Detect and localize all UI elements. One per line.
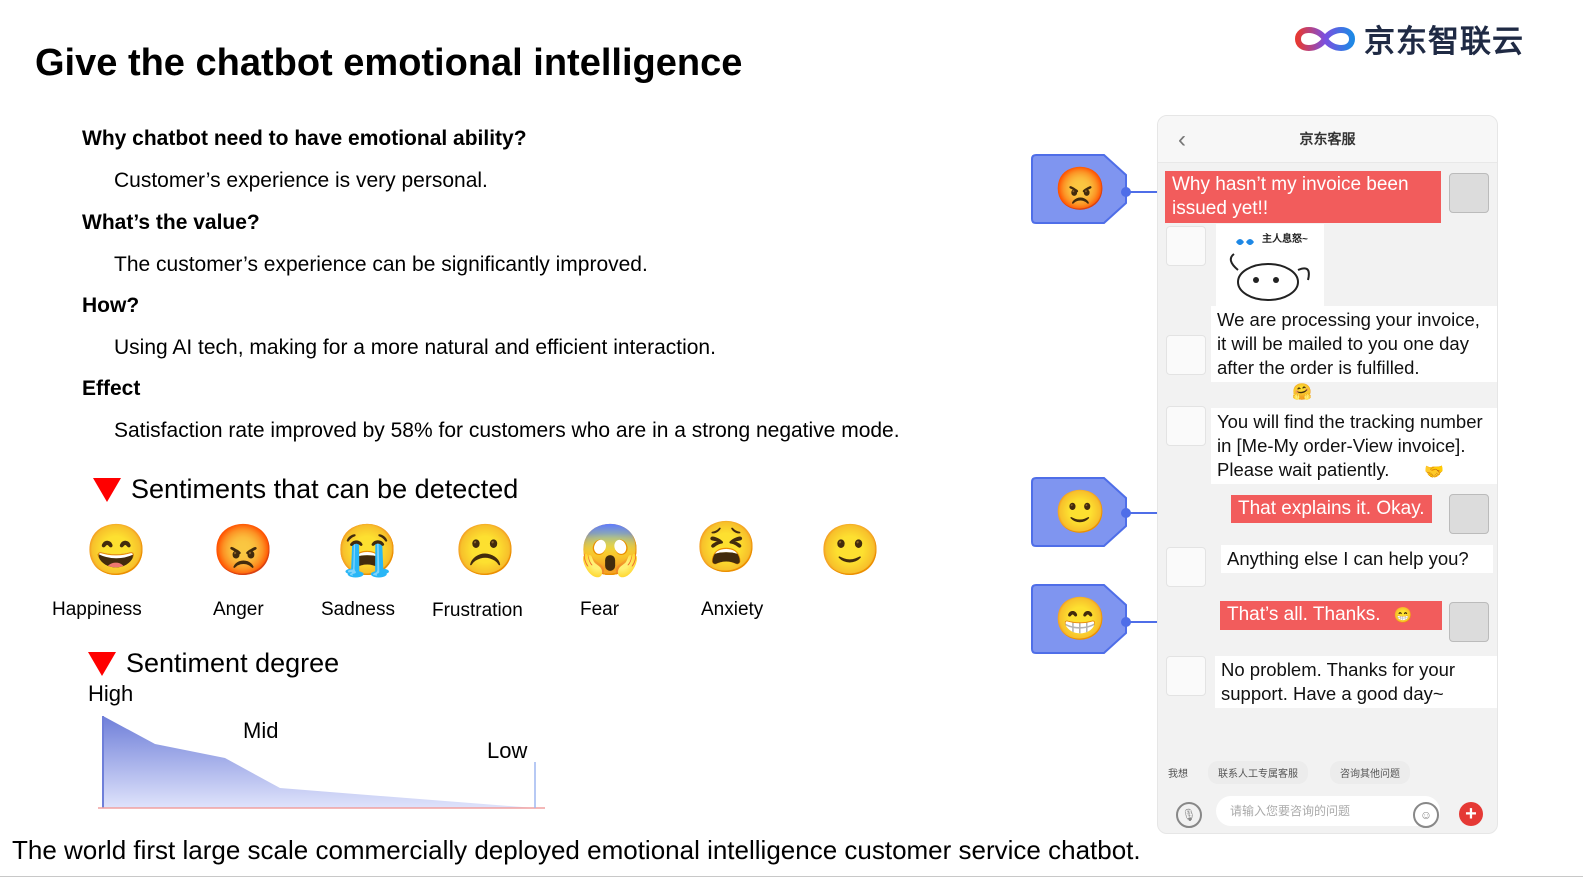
sticker-caption: 主人息怒~ [1262, 234, 1308, 245]
bot-sticker: 主人息怒~ [1216, 224, 1324, 306]
question-3: How? [82, 294, 140, 317]
sadness-label: Sadness [321, 599, 395, 620]
frustration-emoji-icon: ☹️ [454, 522, 517, 578]
bot-avatar [1166, 656, 1206, 696]
bot-avatar [1166, 226, 1206, 266]
user-message-3: That’s all. Thanks. 😁 [1220, 601, 1442, 630]
quick-reply-human-agent[interactable]: 联系人工专属客服 [1208, 761, 1308, 784]
quick-reply-other-question[interactable]: 咨询其他问题 [1330, 761, 1410, 784]
degree-mid-label: Mid [243, 718, 279, 743]
chat-input[interactable]: 请输入您要咨询的问题 [1216, 796, 1440, 826]
question-4: Effect [82, 377, 141, 400]
microphone-icon[interactable]: 🎙 [1176, 802, 1202, 828]
chat-phone-screen: ‹ 京东客服 Why hasn’t my invoice been issued… [1157, 115, 1498, 834]
answer-4: Satisfaction rate improved by 58% for cu… [114, 419, 900, 442]
page-title: Give the chatbot emotional intelligence [35, 42, 743, 84]
infinity-logo-icon [1294, 26, 1356, 51]
anger-emoji-icon: 😡 [212, 522, 275, 578]
happiness-emoji-icon: 😄 [85, 522, 148, 578]
bot-message-3: Anything else I can help you? [1221, 545, 1493, 573]
mood-connector-1 [1126, 191, 1164, 193]
sadness-emoji-icon: 😭 [336, 522, 399, 578]
mood-tag-calm: 🙂 [1030, 476, 1128, 548]
anxiety-label: Anxiety [701, 599, 764, 620]
anxiety-emoji-icon: 😫 [695, 519, 758, 575]
bot-avatar [1166, 335, 1206, 375]
bot-message-1: We are processing your invoice, it will … [1211, 306, 1497, 382]
answer-3: Using AI tech, making for a more natural… [114, 336, 716, 359]
sentiments-heading-text: Sentiments that can be detected [131, 474, 519, 504]
user-message-2: That explains it. Okay. [1231, 495, 1432, 523]
blush-emoji-icon: 🤗 [1292, 384, 1312, 401]
bot-avatar [1166, 406, 1206, 446]
fear-emoji-icon: 😱 [579, 522, 642, 578]
user-message-3-text: That’s all. Thanks. [1227, 604, 1381, 625]
calm-face-icon: 🙂 [1054, 488, 1107, 535]
question-2: What’s the value? [82, 211, 260, 234]
user-avatar [1449, 602, 1489, 642]
connector-dot-1 [1121, 187, 1131, 197]
user-message-1: Why hasn’t my invoice been issued yet!! [1165, 171, 1441, 223]
chat-header: ‹ 京东客服 [1158, 116, 1497, 163]
frustration-label: Frustration [432, 600, 523, 621]
handshake-emoji-icon: 🤝 [1424, 464, 1444, 481]
brand-name: 京东智联云 [1364, 24, 1524, 59]
mood-tag-shape [1031, 584, 1127, 654]
quick-reply-label: 我想 [1168, 769, 1188, 780]
footer-text: The world first large scale commercially… [12, 835, 1141, 865]
connector-dot-3 [1121, 617, 1131, 627]
red-triangle-icon [88, 651, 116, 676]
happy-face-icon: 😁 [1054, 595, 1107, 642]
user-avatar [1449, 494, 1489, 534]
degree-low-label: Low [487, 738, 528, 763]
happiness-label: Happiness [52, 599, 142, 620]
degree-heading-text: Sentiment degree [126, 648, 340, 678]
mood-tag-shape [1031, 154, 1127, 224]
degree-heading: Sentiment degree [88, 648, 339, 679]
red-triangle-icon [93, 477, 121, 502]
user-avatar [1449, 173, 1489, 213]
angry-face-icon: 😡 [1054, 165, 1107, 212]
plus-icon[interactable]: + [1459, 802, 1483, 826]
mood-tag-angry: 😡 [1030, 153, 1128, 225]
neutral-emoji-icon: 🙂 [819, 522, 882, 578]
answer-1: Customer’s experience is very personal. [114, 169, 488, 192]
answer-2: The customer’s experience can be signifi… [114, 253, 648, 276]
bottom-divider [0, 876, 1583, 877]
bot-message-2: You will find the tracking number in [Me… [1211, 408, 1497, 484]
question-1: Why chatbot need to have emotional abili… [82, 127, 527, 150]
anger-label: Anger [213, 599, 264, 620]
sentiments-heading: Sentiments that can be detected [93, 474, 518, 505]
brand-logo: 京东智联云 [1292, 16, 1524, 61]
fear-label: Fear [580, 599, 620, 620]
grin-emoji-icon: 😁 [1393, 607, 1413, 624]
sentiment-degree-area [98, 716, 545, 809]
bot-message-4: No problem. Thanks for your support. Hav… [1215, 656, 1497, 708]
degree-high-label: High [88, 681, 134, 706]
bot-avatar [1166, 547, 1206, 587]
connector-dot-2 [1121, 508, 1131, 518]
mood-tag-shape [1031, 477, 1127, 547]
degree-area-fill [103, 716, 535, 808]
mood-tag-happy: 😁 [1030, 583, 1128, 655]
back-arrow-icon[interactable]: ‹ [1178, 126, 1186, 153]
emoji-picker-icon[interactable]: ☺ [1413, 802, 1439, 828]
chat-title: 京东客服 [1299, 131, 1356, 147]
dog-sticker-icon [1229, 239, 1310, 301]
